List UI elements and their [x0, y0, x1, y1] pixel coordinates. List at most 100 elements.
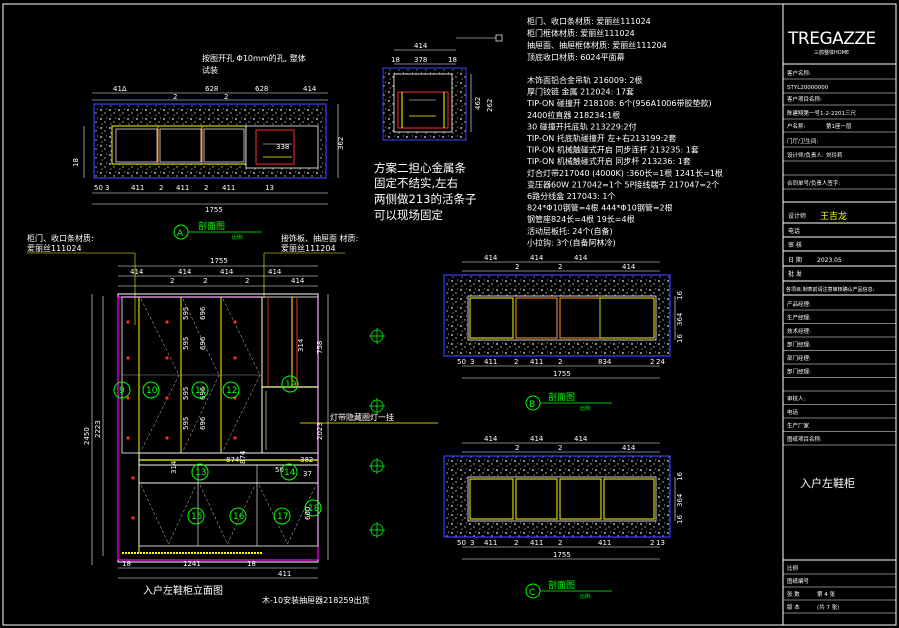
material-note: 柜门框体材质: 爱丽丝111024	[527, 28, 635, 38]
detail-dim: 262	[486, 99, 494, 112]
plan_c-top-dim: 414	[622, 444, 636, 452]
plan-a-scale: 比例:	[232, 234, 244, 241]
foot-row-label: 版 本	[787, 603, 800, 611]
plan-c-section-name: 剖面图	[548, 579, 575, 591]
part-number: 18	[308, 504, 320, 514]
detail-dim: 378	[414, 56, 427, 64]
plan_b-bottom-dim: 3	[470, 358, 474, 366]
dept-row-label: 产品经理:	[787, 300, 811, 308]
plan_b-bottom-dim: 24	[656, 358, 665, 366]
plan-c-side-dim: 16	[676, 515, 684, 524]
material-note: 抽屉面、抽屉框体材质: 爱丽丝111204	[527, 40, 667, 50]
plan_c-total: 1755	[553, 551, 571, 559]
plan-c-section-letter: C	[529, 588, 535, 598]
plan-a-corner-unit	[255, 129, 295, 165]
plan-a-dim: 411	[222, 184, 235, 192]
plan-a-dim: 41Δ	[113, 85, 127, 93]
elev-bottom-dim: 411	[278, 570, 291, 578]
title-block-value: STYL20000000	[787, 85, 829, 91]
plan_b-top-dim: 414	[622, 263, 636, 271]
plan_c-bottom-dim: 2	[514, 539, 518, 547]
part-number-bubble	[187, 507, 205, 525]
elev-mid-dim: 382	[300, 456, 313, 464]
scheme-note-line: 可以现场固定	[374, 208, 443, 222]
elev-total-height: 2450	[83, 427, 91, 445]
elev-mid-dim: 874	[226, 456, 240, 464]
plan-a-total: 1755	[205, 206, 223, 214]
hardware-note: 2400拉直器 218234:1根	[527, 110, 620, 120]
elevation-note: 接饰板、抽屉面 材质:	[281, 233, 358, 243]
part-number-bubble	[304, 499, 322, 517]
elev-top-dim: 2	[170, 277, 174, 285]
foot-row-label: 图纸编号	[787, 577, 810, 585]
date-value: 2023.05	[817, 257, 842, 264]
elev-top-dim: 414	[291, 277, 305, 285]
dept-row-label: 电话	[787, 408, 799, 416]
detail-dim: 18	[391, 56, 400, 64]
title-block-label: 设计师/负责人:	[787, 151, 824, 159]
company-logo: TREGAZZE	[787, 29, 876, 49]
elev-mid-dim: 50	[275, 466, 284, 474]
elev-right-dim: 314	[297, 338, 305, 352]
plan-b-scale: 比例:	[580, 405, 592, 412]
plan_c-top-dim: 414	[574, 435, 588, 443]
title-block-label: 门厅/卫生间:	[787, 137, 818, 145]
plan_b-bottom-dim: 2	[514, 358, 518, 366]
detail-box	[393, 73, 453, 133]
title-block-value: 刘玲莉	[826, 151, 843, 159]
part-number-bubble	[142, 381, 160, 399]
plan-a-dim: 3	[105, 184, 109, 192]
hardware-note: 6路分线盒 217043: 1个	[527, 191, 616, 201]
title-block-label: 客户名称:	[787, 69, 811, 77]
part-number: 17	[277, 512, 288, 522]
title-block-value: 陈建翔第一号1-2-2201三尺	[787, 109, 856, 117]
foot-row-value: 第 4 张	[817, 590, 835, 598]
detail-dim: 462	[474, 97, 482, 110]
plan_c-bottom-dim: 2	[558, 539, 562, 547]
plan_b-bottom-dim: 50	[457, 358, 466, 366]
hardware-note: 灯合灯带217040 (4000K) :360长=1根 1241长=1根	[527, 168, 723, 178]
hardware-note: 变压器60W 217042=1个 5P接线端子 217047=2个	[527, 179, 719, 189]
plan_c-bottom-dim: 411	[598, 539, 611, 547]
elev-bottom-dim: 1241	[183, 560, 201, 568]
plan_b-top-dim: 414	[530, 254, 544, 262]
dept-row-label: 部门经理:	[787, 354, 811, 362]
plan-a-dim: 2	[159, 184, 163, 192]
date-label: 日 期	[788, 256, 802, 264]
light-strip-note: 灯带隐藏圈灯一挂	[330, 412, 394, 422]
elev-top-dim: 414	[220, 268, 234, 276]
title-block-label: 户名称:	[787, 122, 806, 130]
elev-top-dim: 414	[130, 268, 144, 276]
dept-row-label: 生产厂家	[787, 422, 810, 430]
elev-panel-dim: 595	[182, 417, 190, 430]
plan-a-dim: 411	[176, 184, 189, 192]
plan-b-side-dim: 16	[676, 291, 684, 300]
elev-mid-dim: 37	[303, 470, 312, 478]
plan_b-total: 1755	[553, 370, 571, 378]
elevation-note: 爱丽丝111204	[281, 243, 336, 253]
hardware-note: 木饰面铝合金吊轨 216009: 2根	[527, 75, 642, 85]
material-note: 顶底收口材质: 6024平面幕	[527, 52, 625, 62]
plan_b-top-dim: 414	[484, 254, 498, 262]
dept-row-label: 图纸项目名称:	[787, 435, 822, 443]
part-number: 12	[226, 386, 237, 396]
part-number-bubble	[229, 507, 247, 525]
dept-row-label: 部门经理:	[787, 368, 811, 376]
plan_c-bottom-dim: 411	[530, 539, 543, 547]
elevation-subnote: 木-10安装抽屉器218259出货	[262, 595, 370, 605]
plan_c-bottom-dim: 2	[650, 539, 654, 547]
elev-top-dim: 414	[268, 268, 282, 276]
elev-right-dim: 874	[239, 450, 247, 464]
plan_b-top-dim: 2	[558, 263, 562, 271]
hardware-note: TIP-ON 机械触碰式开启 同步杆 213236: 1套	[526, 156, 691, 166]
title-block-label: 客户项目名称:	[787, 95, 822, 103]
part-number: 13	[195, 468, 206, 478]
part-number: 14	[284, 468, 296, 478]
elev-top-dim: 2	[203, 277, 207, 285]
plan-a-side-dim: 362	[337, 137, 345, 150]
elev-panel-dim: 696	[199, 336, 207, 350]
plan_b-bottom-dim: 2	[650, 358, 654, 366]
